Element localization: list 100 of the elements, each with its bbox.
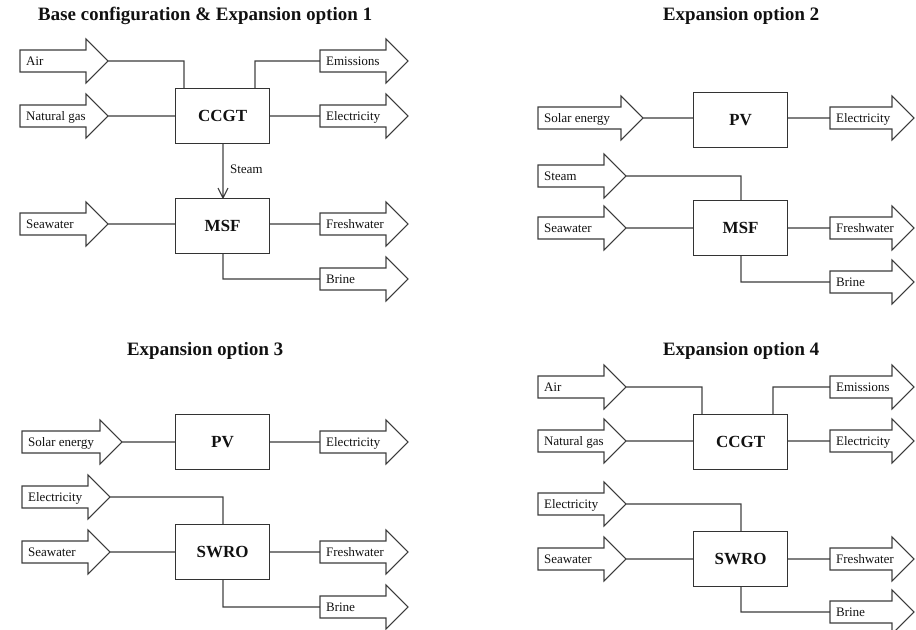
inflow-block xyxy=(538,482,626,526)
connector-line xyxy=(108,60,185,88)
flow-label: Electricity xyxy=(326,434,380,450)
connector-line xyxy=(108,223,175,225)
connector-line xyxy=(222,254,320,280)
outflow-block xyxy=(830,365,914,409)
connector-line xyxy=(108,115,175,117)
flow-label: Air xyxy=(544,379,562,395)
flow-label: Brine xyxy=(326,599,355,615)
connector-line xyxy=(270,551,320,553)
inflow-block xyxy=(538,419,626,463)
flow-label: Natural gas xyxy=(26,108,86,124)
process-label: SWRO xyxy=(196,542,248,562)
process-box xyxy=(175,414,270,470)
process-box xyxy=(175,198,270,254)
outflow-block xyxy=(830,419,914,463)
outflow-block xyxy=(320,202,408,246)
flow-label: Freshwater xyxy=(836,551,894,567)
inflow-block xyxy=(538,154,626,198)
process-box xyxy=(693,92,788,148)
inflow-block xyxy=(22,530,110,574)
panel-title: Base configuration & Expansion option 1 xyxy=(38,4,372,26)
connector-line xyxy=(626,440,693,442)
flow-label: Natural gas xyxy=(544,433,604,449)
flow-label: Electricity xyxy=(326,108,380,124)
connector-line xyxy=(643,117,693,119)
outflow-block xyxy=(830,206,914,250)
flow-label: Solar energy xyxy=(28,434,94,450)
flow-label: Electricity xyxy=(544,496,598,512)
connector-line xyxy=(626,558,693,560)
flow-label: Emissions xyxy=(326,53,380,69)
process-box xyxy=(175,524,270,580)
outflow-block xyxy=(320,585,408,629)
outflow-block xyxy=(830,260,914,304)
connector-line xyxy=(788,440,830,442)
connector-line xyxy=(270,223,320,225)
connector-line xyxy=(788,117,830,119)
process-label: SWRO xyxy=(714,549,766,569)
process-label: CCGT xyxy=(716,432,766,452)
flow-label: Seawater xyxy=(28,544,76,560)
process-label: MSF xyxy=(204,216,240,236)
flow-label: Seawater xyxy=(26,216,74,232)
flow-label: Brine xyxy=(326,271,355,287)
connector-line xyxy=(740,587,830,613)
outflow-block xyxy=(320,257,408,301)
inflow-block xyxy=(538,537,626,581)
process-box xyxy=(175,88,270,144)
connector-line xyxy=(110,496,224,524)
connector-line xyxy=(270,441,320,443)
connector-line xyxy=(788,558,830,560)
connector-line xyxy=(122,441,175,443)
inflow-block xyxy=(22,475,110,519)
flow-label: Seawater xyxy=(544,220,592,236)
flow-label: Air xyxy=(26,53,44,69)
flow-label: Freshwater xyxy=(326,544,384,560)
outflow-block xyxy=(830,590,914,630)
process-box xyxy=(693,414,788,470)
flow-label: Electricity xyxy=(28,489,82,505)
connector-line xyxy=(788,227,830,229)
process-label: PV xyxy=(729,110,752,130)
flow-label: Brine xyxy=(836,604,865,620)
connector-line xyxy=(217,144,229,199)
panel-title: Expansion option 3 xyxy=(126,339,284,361)
connector-line xyxy=(772,386,830,414)
panel-title: Expansion option 4 xyxy=(662,339,820,361)
inflow-block xyxy=(22,420,122,464)
outflow-block xyxy=(320,530,408,574)
inflow-block xyxy=(538,206,626,250)
connector-line xyxy=(270,115,320,117)
flow-label: Solar energy xyxy=(544,110,610,126)
connector-line xyxy=(740,256,830,283)
flow-label: Electricity xyxy=(836,433,890,449)
flow-label: Emissions xyxy=(836,379,890,395)
flow-label: Freshwater xyxy=(836,220,894,236)
outflow-block xyxy=(320,420,408,464)
connector-line xyxy=(626,175,742,200)
outflow-block xyxy=(320,39,408,83)
outflow-block xyxy=(320,94,408,138)
connector-line xyxy=(626,386,703,414)
process-box xyxy=(693,531,788,587)
outflow-block xyxy=(830,537,914,581)
inflow-block xyxy=(538,365,626,409)
flow-label: Freshwater xyxy=(326,216,384,232)
inflow-block xyxy=(20,94,108,138)
flow-label: Electricity xyxy=(836,110,890,126)
inflow-block xyxy=(20,39,108,83)
connector-line xyxy=(626,503,742,531)
inflow-block xyxy=(20,202,108,246)
connector-line xyxy=(626,227,693,229)
connector-line xyxy=(110,551,175,553)
outflow-block xyxy=(830,96,914,140)
process-box xyxy=(693,200,788,256)
inflow-block xyxy=(538,96,643,140)
connector-line xyxy=(222,580,320,608)
process-label: PV xyxy=(211,432,234,452)
flow-label: Seawater xyxy=(544,551,592,567)
flow-label: Steam xyxy=(544,168,576,184)
panel-title: Expansion option 2 xyxy=(662,4,820,26)
process-label: CCGT xyxy=(198,106,248,126)
process-label: MSF xyxy=(722,218,758,238)
